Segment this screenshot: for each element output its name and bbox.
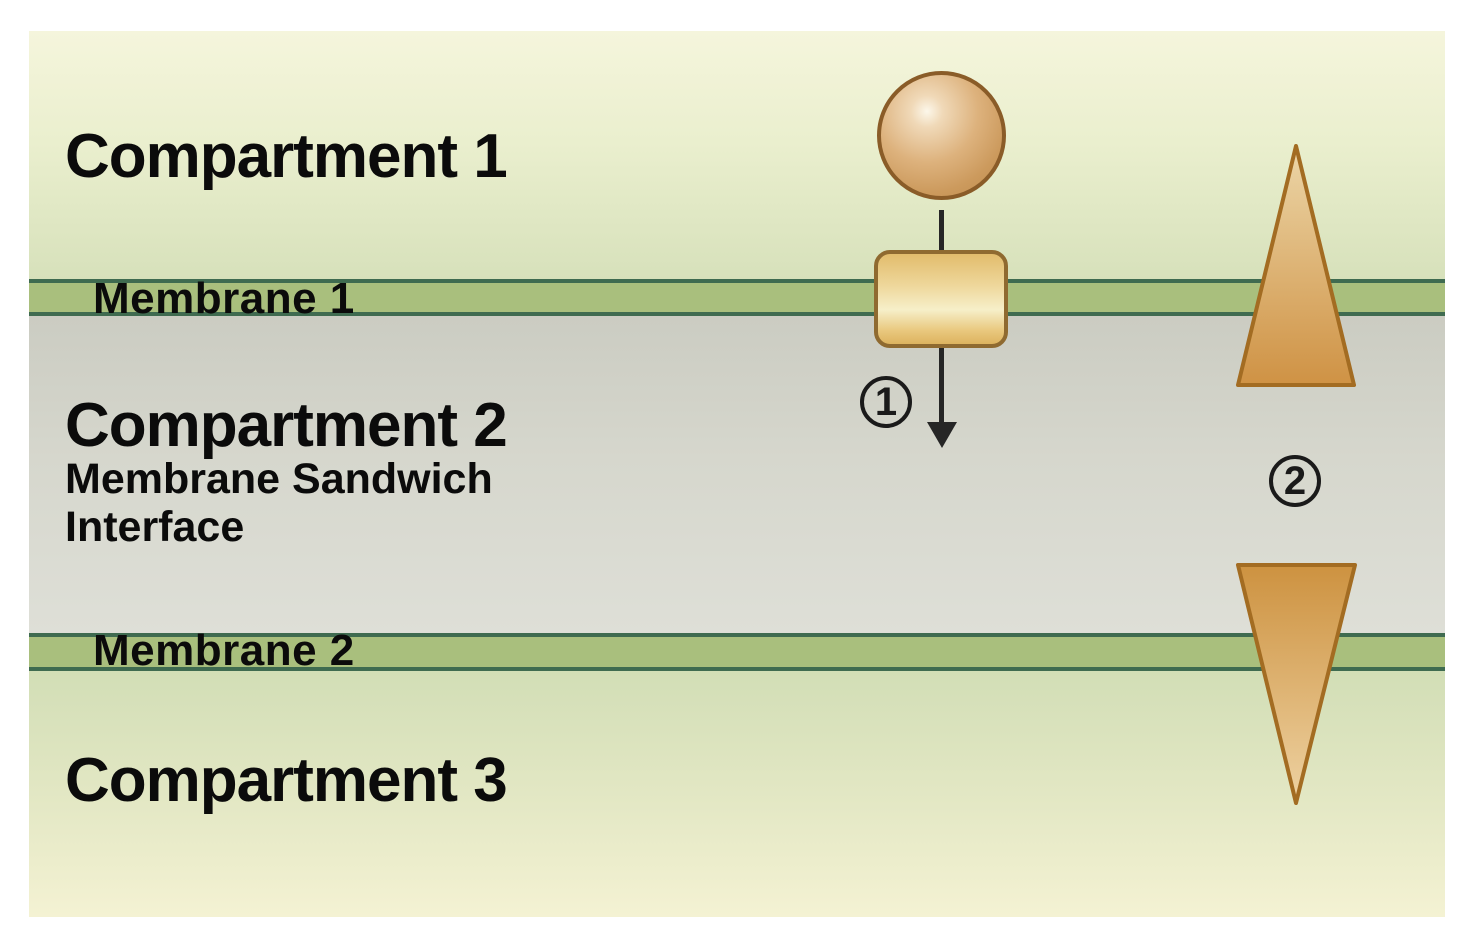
step-2-marker: 2 — [1269, 455, 1321, 507]
membrane-1-band — [29, 279, 1445, 316]
membrane-2-band — [29, 633, 1445, 671]
membrane-transporter-icon — [874, 250, 1008, 348]
step-1-marker: 1 — [860, 376, 912, 428]
compartment-2-label: Compartment 2 — [65, 391, 508, 460]
membrane-1-label: Membrane 1 — [93, 274, 355, 323]
compartment-2-region — [29, 316, 1445, 633]
compartment-1-region — [29, 31, 1445, 279]
downward-transport-arrowhead-icon — [927, 422, 957, 448]
interface-line: Interface — [65, 503, 245, 551]
membrane-sandwich-interface-label: Membrane Sandwich Interface — [65, 455, 493, 551]
compartment-3-region — [29, 671, 1445, 917]
compartment-3-label: Compartment 3 — [65, 746, 508, 815]
membrane-sandwich-diagram: 1 2 Compartment 1 Membrane 1 Compartment… — [29, 31, 1445, 917]
concentration-gradient-down-triangle-icon — [1236, 563, 1357, 805]
membrane-sandwich-line: Membrane Sandwich — [65, 455, 493, 503]
step-2-number: 2 — [1283, 458, 1307, 503]
substrate-sphere-icon — [877, 71, 1006, 200]
concentration-gradient-up-triangle-icon — [1236, 144, 1356, 387]
step-1-number: 1 — [874, 379, 898, 424]
membrane-2-label: Membrane 2 — [93, 626, 355, 675]
compartment-1-label: Compartment 1 — [65, 122, 508, 191]
